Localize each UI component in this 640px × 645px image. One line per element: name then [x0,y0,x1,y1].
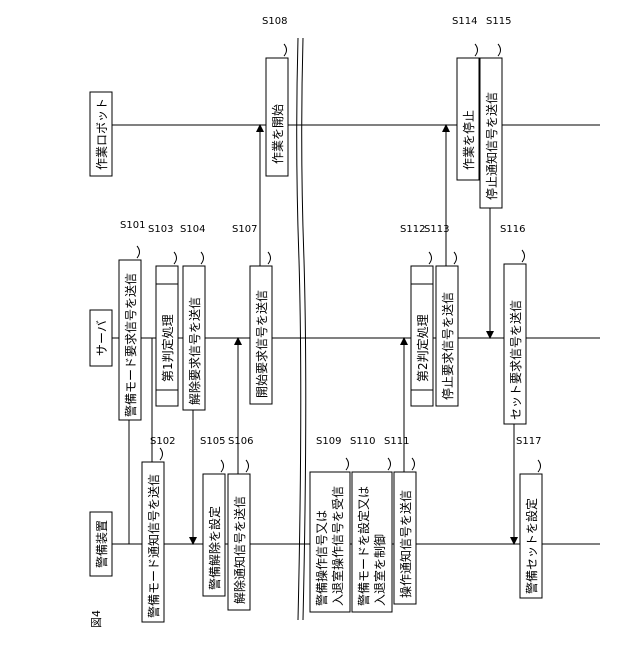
svg-text:S116: S116 [500,224,525,235]
step-s109: 警備操作信号又は 入退室操作信号を受信 S109 [310,436,350,612]
svg-text:警備モード要求信号を送信: 警備モード要求信号を送信 [123,273,138,417]
svg-text:S102: S102 [150,436,175,447]
svg-text:S109: S109 [316,436,341,447]
step-s117: 警備セットを設定 S117 [516,436,542,598]
step-s112: 第2判定処理 S112 [400,224,433,406]
svg-text:入退室を制御: 入退室を制御 [372,534,387,606]
svg-text:操作通知信号を送信: 操作通知信号を送信 [398,490,413,598]
svg-text:作業を停止: 作業を停止 [461,110,476,170]
svg-text:S104: S104 [180,224,205,235]
lane-security-device: 警備装置 [90,512,112,576]
svg-text:S110: S110 [350,436,375,447]
svg-text:警備解除を設定: 警備解除を設定 [207,506,222,590]
step-s110: 警備モードを設定又は 入退室を制御 S110 [350,436,392,612]
svg-text:S115: S115 [486,16,511,27]
svg-text:S108: S108 [262,16,287,27]
svg-text:S107: S107 [232,224,257,235]
svg-text:解除通知信号を送信: 解除通知信号を送信 [232,496,247,604]
svg-text:入退室操作信号を受信: 入退室操作信号を受信 [330,486,345,606]
step-s105: 警備解除を設定 S105 [200,436,225,596]
svg-text:S112: S112 [400,224,425,235]
svg-text:第1判定処理: 第1判定処理 [160,314,175,382]
svg-text:S117: S117 [516,436,541,447]
step-s114: 作業を停止 S114 [452,16,479,180]
svg-text:サーバ: サーバ [95,320,109,356]
step-s104: 解除要求信号を送信 S104 [180,224,205,544]
lane-work-robot: 作業ロボット [90,92,112,176]
svg-text:セット要求信号を送信: セット要求信号を送信 [508,300,523,420]
svg-text:開始要求信号を送信: 開始要求信号を送信 [254,290,269,398]
svg-text:警備装置: 警備装置 [94,520,109,568]
svg-text:停止通知信号を送信: 停止通知信号を送信 [484,92,499,200]
svg-text:S114: S114 [452,16,477,27]
svg-text:S101: S101 [120,220,145,231]
svg-text:警備モードを設定又は: 警備モードを設定又は [356,486,371,606]
svg-text:作業を開始: 作業を開始 [271,104,285,164]
figure-label: 図4 [90,610,103,628]
svg-text:警備モード通知信号を送信: 警備モード通知信号を送信 [146,474,161,618]
svg-text:S106: S106 [228,436,253,447]
svg-text:S105: S105 [200,436,225,447]
svg-text:S103: S103 [148,224,173,235]
step-s101: 警備モード要求信号を送信 S101 [119,220,145,544]
svg-text:S111: S111 [384,436,409,447]
svg-text:第2判定処理: 第2判定処理 [415,314,430,382]
svg-text:警備セットを設定: 警備セットを設定 [524,498,539,594]
svg-text:警備操作信号又は: 警備操作信号又は [314,510,329,606]
lane-server: サーバ [90,310,112,366]
svg-text:停止要求信号を送信: 停止要求信号を送信 [440,292,455,400]
svg-text:解除要求信号を送信: 解除要求信号を送信 [187,297,202,405]
svg-text:作業ロボット: 作業ロボット [95,98,109,170]
svg-text:S113: S113 [424,224,449,235]
step-s108: 作業を開始 S108 [262,16,288,176]
